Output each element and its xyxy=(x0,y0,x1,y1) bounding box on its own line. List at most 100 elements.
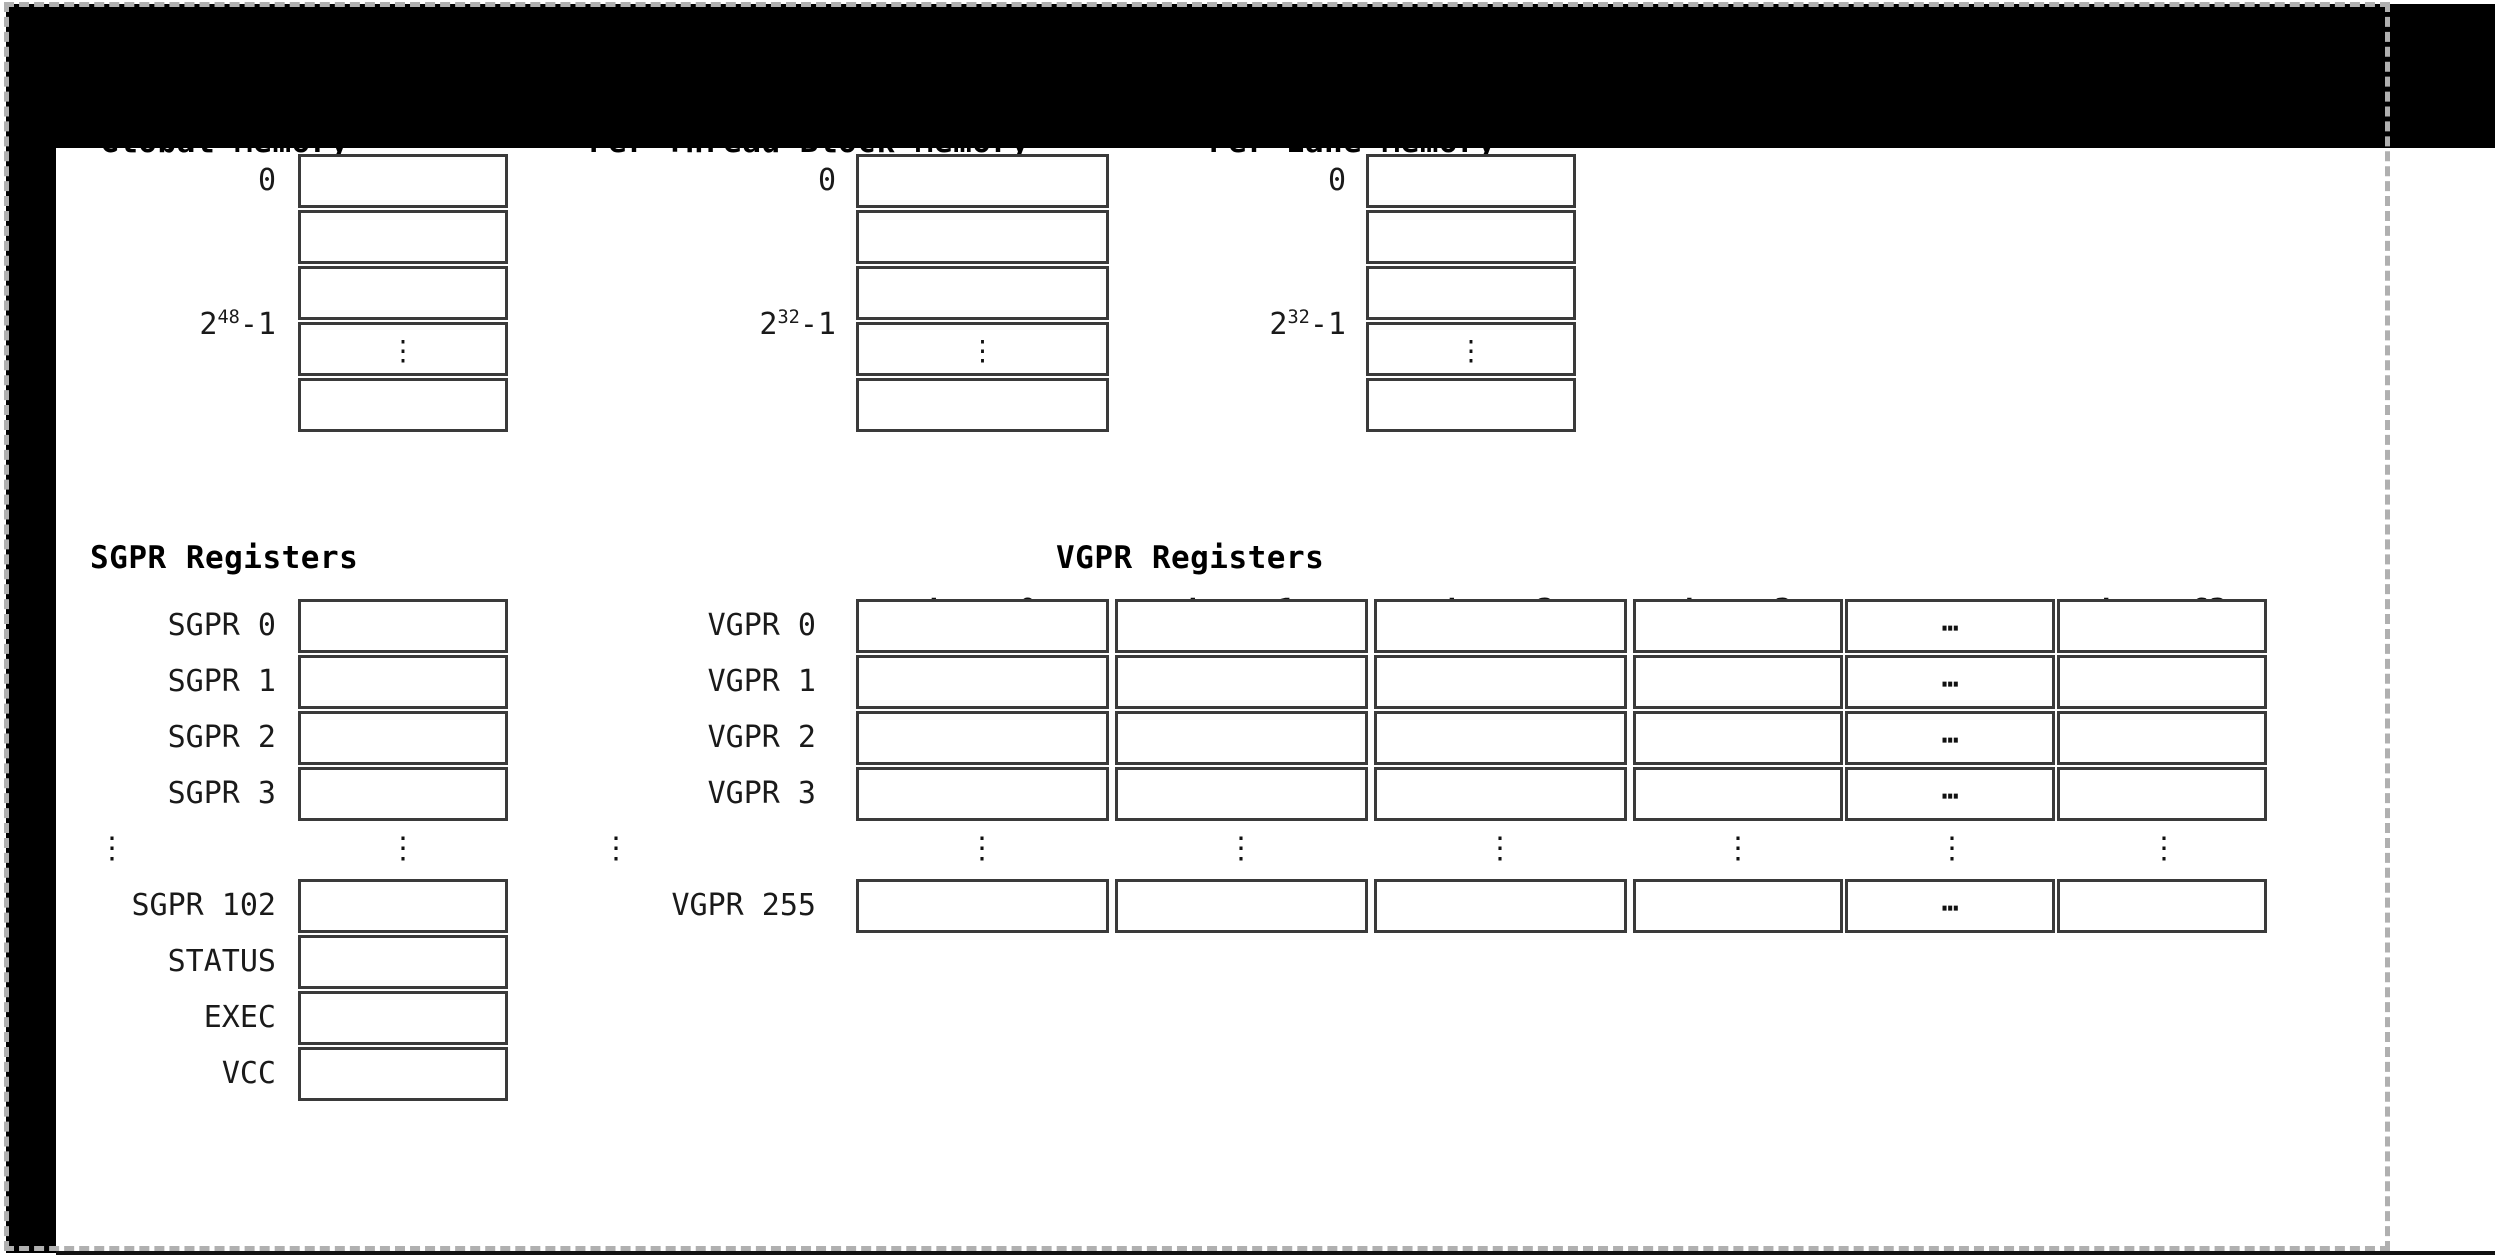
global-memory-cell[interactable] xyxy=(298,378,508,432)
left-black-gutter xyxy=(6,4,56,1253)
vgpr-cell[interactable] xyxy=(1633,599,1843,653)
vgpr-cell-ellipsis[interactable]: ⋯ xyxy=(1845,599,2055,653)
vgpr-row-label-1: VGPR 1 xyxy=(707,664,816,699)
vgpr-row-label-255: VGPR 255 xyxy=(671,888,817,923)
sgpr-value-cell[interactable] xyxy=(298,599,508,653)
vgpr-cell[interactable] xyxy=(1633,655,1843,709)
vgpr-cell[interactable] xyxy=(856,599,1109,653)
vgpr-cell[interactable] xyxy=(856,879,1109,933)
per-lane-memory-first-index: 0 xyxy=(1327,163,1346,198)
sgpr-value-cell[interactable] xyxy=(298,1047,508,1101)
per-lane-memory-cell-ellipsis[interactable]: ⋮ xyxy=(1366,322,1576,376)
vgpr-cell[interactable] xyxy=(1115,767,1368,821)
per-thread-block-memory-first-index: 0 xyxy=(817,163,836,198)
sgpr-value-cell[interactable] xyxy=(298,655,508,709)
per-lane-memory-vertical-ellipsis: ⋮ xyxy=(1457,334,1485,367)
global-memory-last-index: 248-1 xyxy=(76,307,276,342)
top-black-band xyxy=(6,4,2495,148)
ptb-last-tail: -1 xyxy=(799,307,836,342)
vgpr-cell[interactable] xyxy=(1633,711,1843,765)
per-thread-block-memory-cell[interactable] xyxy=(856,154,1109,208)
sgpr-row-label-exec: EXEC xyxy=(203,1000,276,1035)
vgpr-cell[interactable] xyxy=(1115,711,1368,765)
vgpr-label-vertical-ellipsis: ⋮ xyxy=(601,831,631,866)
vgpr-cell[interactable] xyxy=(2057,767,2267,821)
vgpr-ellipsis-col-vertical-ellipsis: ⋮ xyxy=(1937,831,1967,866)
vgpr-cell[interactable] xyxy=(2057,879,2267,933)
vgpr-horizontal-ellipsis: ⋯ xyxy=(1941,891,1959,924)
vgpr-cell[interactable] xyxy=(1374,767,1627,821)
vgpr-cell-ellipsis[interactable]: ⋯ xyxy=(1845,767,2055,821)
sgpr-row-label-2: SGPR 2 xyxy=(167,720,276,755)
sgpr-row-label-vcc: VCC xyxy=(221,1056,276,1091)
vgpr-cell[interactable] xyxy=(1633,879,1843,933)
global-memory-last-base: 2 xyxy=(199,307,218,342)
per-thread-block-memory-cell-ellipsis[interactable]: ⋮ xyxy=(856,322,1109,376)
vgpr-cell[interactable] xyxy=(1374,655,1627,709)
plm-last-tail: -1 xyxy=(1309,307,1346,342)
vgpr-row-label-0: VGPR 0 xyxy=(707,608,816,643)
vgpr-lane-0-vertical-ellipsis: ⋮ xyxy=(967,831,997,866)
vgpr-cell[interactable] xyxy=(856,711,1109,765)
per-thread-block-memory-cell[interactable] xyxy=(856,210,1109,264)
vgpr-cell[interactable] xyxy=(1115,879,1368,933)
sgpr-row-label-3: SGPR 3 xyxy=(167,776,276,811)
vgpr-cell-ellipsis[interactable]: ⋯ xyxy=(1845,655,2055,709)
vgpr-horizontal-ellipsis: ⋯ xyxy=(1941,611,1959,644)
sgpr-registers-title: SGPR Registers xyxy=(90,540,359,576)
vgpr-horizontal-ellipsis: ⋯ xyxy=(1941,723,1959,756)
sgpr-value-cell[interactable] xyxy=(298,991,508,1045)
per-thread-block-memory-cell[interactable] xyxy=(856,266,1109,320)
plm-last-base: 2 xyxy=(1269,307,1288,342)
vgpr-row-label-2: VGPR 2 xyxy=(707,720,816,755)
vgpr-cell[interactable] xyxy=(1115,655,1368,709)
global-memory-cell[interactable] xyxy=(298,154,508,208)
plm-last-exponent: 32 xyxy=(1287,307,1310,328)
vgpr-cell-ellipsis[interactable]: ⋯ xyxy=(1845,711,2055,765)
vgpr-horizontal-ellipsis: ⋯ xyxy=(1941,779,1959,812)
vgpr-cell[interactable] xyxy=(856,767,1109,821)
vgpr-cell[interactable] xyxy=(1115,599,1368,653)
sgpr-row-label-102: SGPR 102 xyxy=(131,888,277,923)
vgpr-lane-63-vertical-ellipsis: ⋮ xyxy=(2149,831,2179,866)
sgpr-row-label-0: SGPR 0 xyxy=(167,608,276,643)
sgpr-value-cell[interactable] xyxy=(298,935,508,989)
bottom-rule xyxy=(56,1251,2495,1255)
per-lane-memory-cell[interactable] xyxy=(1366,266,1576,320)
sgpr-row-label-status: STATUS xyxy=(167,944,276,979)
per-thread-block-memory-cell[interactable] xyxy=(856,378,1109,432)
global-memory-cell[interactable] xyxy=(298,266,508,320)
vgpr-row-label-3: VGPR 3 xyxy=(707,776,816,811)
ptb-last-exponent: 32 xyxy=(777,307,800,328)
sgpr-row-label-1: SGPR 1 xyxy=(167,664,276,699)
per-thread-block-memory-last-index: 232-1 xyxy=(636,307,836,342)
vgpr-lane-3-vertical-ellipsis: ⋮ xyxy=(1723,831,1753,866)
vgpr-cell[interactable] xyxy=(2057,711,2267,765)
sgpr-value-cell[interactable] xyxy=(298,711,508,765)
per-lane-memory-cell[interactable] xyxy=(1366,154,1576,208)
vgpr-lane-2-vertical-ellipsis: ⋮ xyxy=(1485,831,1515,866)
sgpr-value-cell[interactable] xyxy=(298,767,508,821)
per-lane-memory-cell[interactable] xyxy=(1366,378,1576,432)
global-memory-last-tail: -1 xyxy=(239,307,276,342)
global-memory-first-index: 0 xyxy=(257,163,276,198)
global-memory-cell-ellipsis[interactable]: ⋮ xyxy=(298,322,508,376)
vgpr-horizontal-ellipsis: ⋯ xyxy=(1941,667,1959,700)
vgpr-cell[interactable] xyxy=(2057,599,2267,653)
global-memory-last-exponent: 48 xyxy=(217,307,240,328)
per-lane-memory-cell[interactable] xyxy=(1366,210,1576,264)
vgpr-cell[interactable] xyxy=(1374,599,1627,653)
vgpr-cell[interactable] xyxy=(1374,879,1627,933)
global-memory-cell[interactable] xyxy=(298,210,508,264)
ptb-last-base: 2 xyxy=(759,307,778,342)
per-thread-block-memory-vertical-ellipsis: ⋮ xyxy=(968,334,997,367)
sgpr-value-cell[interactable] xyxy=(298,879,508,933)
vgpr-cell[interactable] xyxy=(1633,767,1843,821)
vgpr-lane-1-vertical-ellipsis: ⋮ xyxy=(1226,831,1256,866)
vgpr-cell[interactable] xyxy=(856,655,1109,709)
vgpr-cell[interactable] xyxy=(1374,711,1627,765)
vgpr-cell-ellipsis[interactable]: ⋯ xyxy=(1845,879,2055,933)
sgpr-cell-vertical-ellipsis: ⋮ xyxy=(388,831,418,866)
vgpr-cell[interactable] xyxy=(2057,655,2267,709)
